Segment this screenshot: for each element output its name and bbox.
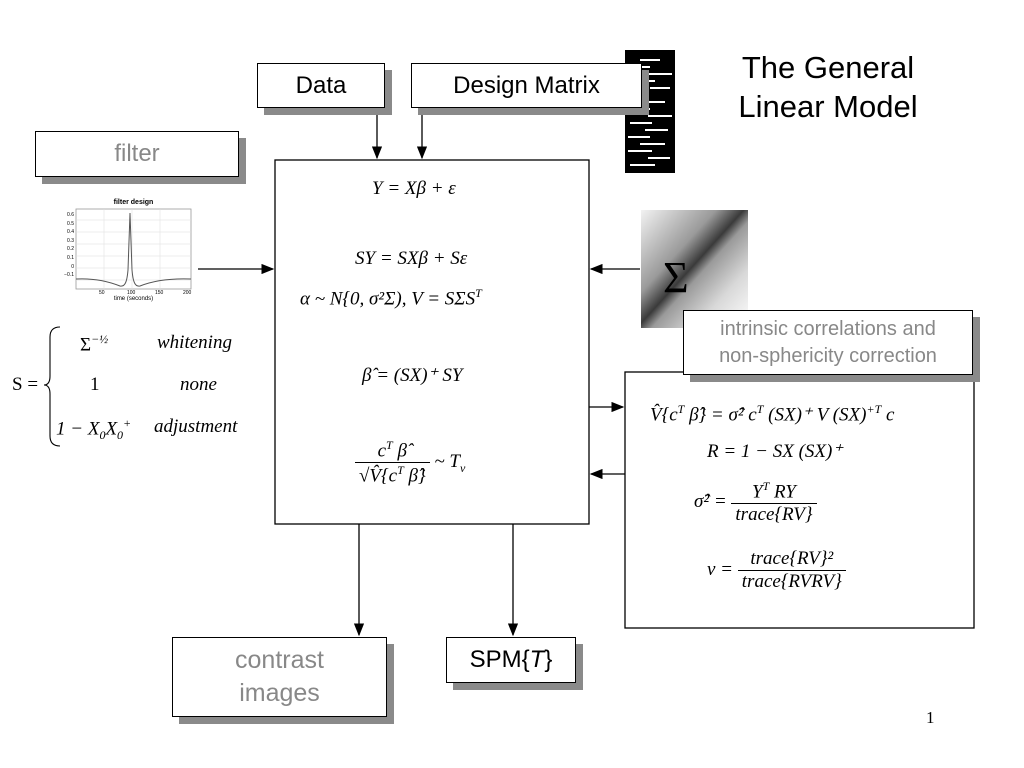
design-matrix-box: Design Matrix [411,63,642,108]
filter-plot [75,208,192,290]
data-box: Data [257,63,385,108]
filter-plot-title: filter design [113,199,154,206]
intrinsic-correlations-box: intrinsic correlations and non-sphericit… [683,310,973,375]
contrast-line-1: contrast [235,646,324,674]
contrast-images-box: contrast images [172,637,387,717]
s-row-adjustment-expr: 1 − X0X0+ [56,416,132,443]
filter-plot-ytick: 0 [71,263,74,270]
filter-plot-xtick: 200 [183,290,192,296]
s-row-whitening-expr: Σ−½ [80,332,109,356]
contrast-line-2: images [239,679,320,707]
intrinsic-line-2: non-sphericity correction [719,344,937,367]
filter-plot-ytick: 0.5 [67,220,74,227]
title-line-2: Linear Model [738,89,918,124]
filter-plot-xtick: 100 [127,290,136,296]
spm-t-box: SPM{T} [446,637,576,683]
filter-plot-ytick: 0.6 [67,212,74,218]
filter-plot-ytick: 0.4 [67,229,74,236]
sigma-symbol: Σ [663,253,689,302]
covariance-image [641,210,748,328]
variance-equations-box [624,371,975,629]
s-row-whitening-label: whitening [157,332,232,353]
s-row-none-label: none [180,374,217,395]
filter-label: filter [114,140,160,167]
filter-box: filter [35,131,239,177]
page-number: 1 [926,708,935,727]
design-matrix-label: Design Matrix [453,71,600,99]
spm-t-label: SPM{T} [469,646,553,673]
s-row-none-expr: 1 [90,374,100,395]
eq-sigma-hat: σ̂² = YT RY trace{RV} [694,479,817,526]
s-row-adjustment-label: adjustment [154,416,238,437]
eq-filtered-model: SY = SXβ + Sε [355,248,468,269]
eq-model: Y = Xβ + ε [372,178,456,199]
slide-title: The General Linear Model [718,48,938,126]
eq-beta-estimate: β̂ = (SX)⁺ SY [362,365,463,386]
intrinsic-line-1: intrinsic correlations and [720,317,936,340]
filter-plot-ytick: 0.2 [67,246,74,253]
eq-residual-forming: R = 1 − SX (SX)⁺ [707,441,843,462]
filter-plot-ytick: 0.3 [67,237,74,244]
filter-plot-xtick: 150 [155,290,164,296]
filter-plot-xlabel: time (seconds) [113,296,154,302]
s-lhs: S = [12,374,39,395]
filter-plot-xtick: 50 [99,290,105,296]
s-definition-brace [43,326,61,447]
model-equations-box [274,159,590,525]
design-matrix-image [625,50,675,173]
title-line-1: The General [741,50,915,85]
eq-t-statistic: cT β̂ √V̂{cT β̂} ~ Tv [355,438,465,488]
filter-plot-ytick: 0.1 [67,254,74,261]
eq-variance-estimate: V̂{cT β̂} = σ̂² cT (SX)⁺ V (SX)+T c [650,402,895,426]
eq-covariance: α ~ N{0, σ²Σ), V = SΣST [300,286,482,310]
data-label: Data [295,71,347,99]
filter-plot-ytick: −0.1 [64,272,74,279]
eq-degrees-of-freedom: v = trace{RV}² trace{RVRV} [707,548,846,593]
filter-plot-xticks: 50 100 150 200 [76,290,191,296]
